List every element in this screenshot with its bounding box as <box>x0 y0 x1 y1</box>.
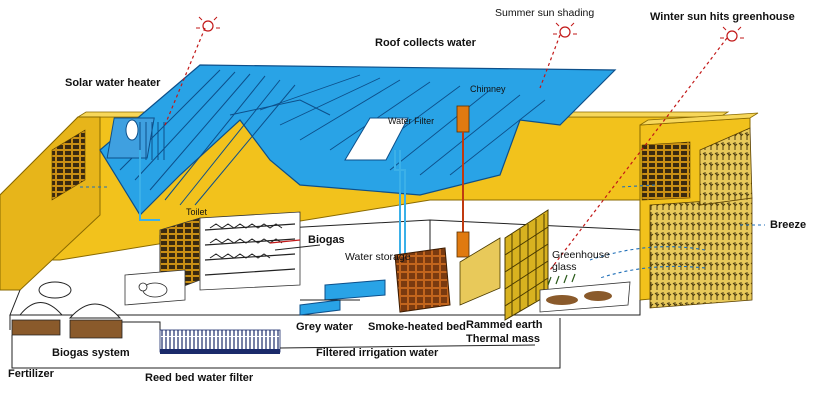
label-solar-heater: Solar water heater <box>65 77 161 89</box>
flow-lines <box>11 244 561 369</box>
left-wall-vent <box>51 129 86 201</box>
label-biogas: Biogas <box>308 234 345 246</box>
label-breeze: Breeze <box>770 219 806 231</box>
left-wall <box>0 116 101 291</box>
label-fertilizer: Fertilizer <box>8 368 55 380</box>
roof <box>99 64 617 216</box>
livestock-stairs <box>199 211 301 291</box>
label-chimney: Chimney <box>470 84 506 94</box>
right-wall-vent <box>641 141 691 201</box>
sun-icon-2 <box>553 22 577 38</box>
label-summer-sun: Summer sun shading <box>495 7 594 19</box>
label-toilet: Toilet <box>186 207 208 217</box>
breeze-arrows <box>80 184 765 279</box>
label-grey-water: Grey water <box>296 321 354 333</box>
solar-water-heater <box>106 117 165 160</box>
water-storage-tank <box>299 279 386 316</box>
reed-bed-filter <box>159 329 281 354</box>
label-biogas-system: Biogas system <box>52 347 130 359</box>
roof-opening <box>344 117 409 161</box>
sun-icon-3 <box>720 26 744 42</box>
label-water-storage: Water storage <box>345 251 411 263</box>
sun-icon-1 <box>196 16 220 32</box>
label-smoke-bed: Smoke-heated bed <box>368 321 466 333</box>
label-water-filter: Water Filter <box>388 116 434 126</box>
greenhouse-plant-wall <box>649 127 753 309</box>
biogas-tanks <box>11 281 161 339</box>
sun-rays <box>164 27 728 271</box>
label-filtered-irrigation: Filtered irrigation water <box>316 347 439 359</box>
label-greenhouse-1: Greenhouse <box>552 249 610 261</box>
label-roof: Roof collects water <box>375 37 477 49</box>
label-reed-bed: Reed bed water filter <box>145 372 254 384</box>
label-winter-sun: Winter sun hits greenhouse <box>650 11 795 23</box>
chimney <box>456 105 470 258</box>
planting-beds <box>539 273 631 313</box>
greenhouse-glass <box>459 209 549 321</box>
label-thermal-mass: Thermal mass <box>466 333 540 345</box>
label-rammed-earth: Rammed earth <box>466 319 543 331</box>
biogas-arrow <box>269 239 301 244</box>
smoke-heated-bed <box>394 247 451 313</box>
pig-pen <box>124 269 186 306</box>
label-greenhouse-2: glass <box>552 261 577 273</box>
